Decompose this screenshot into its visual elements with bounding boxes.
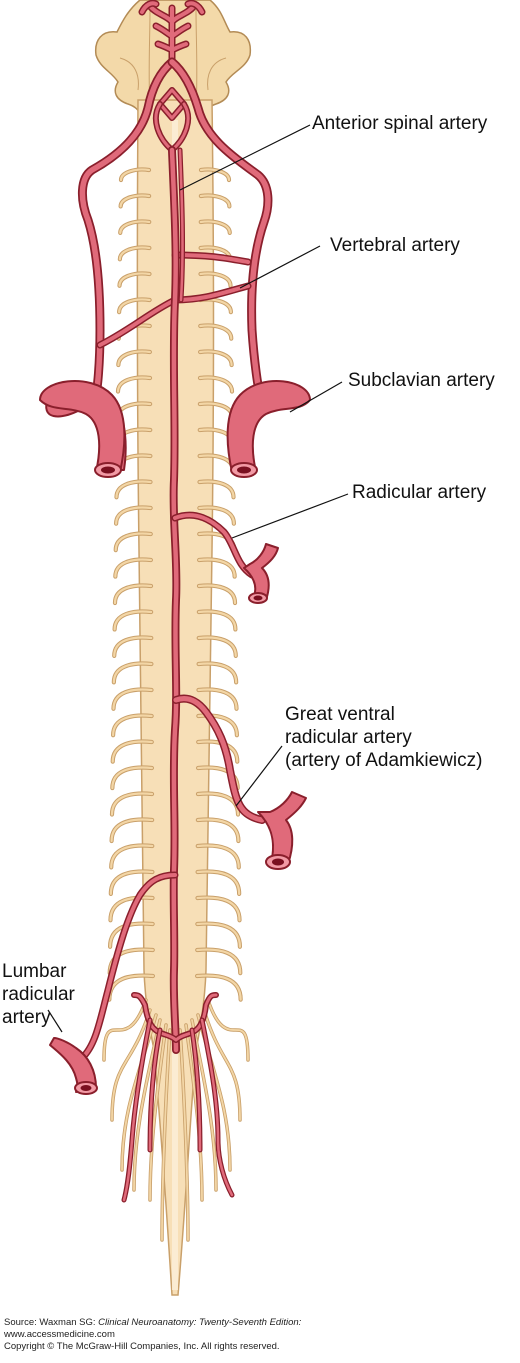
nerve-root xyxy=(119,220,151,234)
nerve-root xyxy=(199,324,233,340)
subclavian-artery-left xyxy=(39,380,127,478)
nerve-root xyxy=(115,480,152,499)
nerve-root xyxy=(111,740,153,763)
label-lumbar-line-1: Lumbar xyxy=(2,961,67,982)
nerve-root xyxy=(197,636,237,657)
label-lumbar-line-2: radicular xyxy=(2,984,75,1005)
nerve-root xyxy=(197,688,238,710)
nerve-root xyxy=(118,298,151,314)
nerve-root xyxy=(196,922,242,948)
nerve-root xyxy=(196,818,240,843)
nerve-root xyxy=(109,896,154,922)
cauda-strand xyxy=(191,1019,217,1191)
radicular-artery xyxy=(171,511,279,604)
nerve-root xyxy=(115,506,152,525)
nerve-root xyxy=(116,376,152,393)
source-url: www.accessmedicine.com xyxy=(4,1329,115,1340)
leader-lines xyxy=(47,124,349,1033)
leader-anterior-spinal xyxy=(179,124,311,191)
label-vertebral-artery: Vertebral artery xyxy=(330,235,460,256)
nerve-root xyxy=(111,766,153,790)
cauda-strand xyxy=(161,1029,171,1241)
nerve-root xyxy=(113,610,153,631)
label-great-ventral-line-3: (artery of Adamkiewicz) xyxy=(285,750,483,771)
nerve-root xyxy=(109,870,154,895)
cauda-strand xyxy=(149,1024,167,1201)
nerve-root xyxy=(198,558,236,578)
anterior-spinal-artery xyxy=(168,146,186,1054)
nerve-root xyxy=(199,350,233,367)
label-anterior-spinal-artery: Anterior spinal artery xyxy=(312,113,488,134)
nerve-root xyxy=(117,350,151,367)
lumbar-radicular-artery xyxy=(49,871,179,1095)
cauda-equina xyxy=(102,998,250,1242)
leader-subclavian xyxy=(289,381,343,413)
nerve-root xyxy=(110,792,154,816)
nerve-root xyxy=(118,246,151,261)
nerve-root xyxy=(110,844,154,869)
nerve-root xyxy=(199,272,232,287)
cauda-strand xyxy=(103,999,147,1061)
nerve-root xyxy=(196,870,241,895)
nerve-root xyxy=(196,844,240,869)
source-copyright: Copyright © The McGraw-Hill Companies, I… xyxy=(4,1341,280,1352)
nerve-root xyxy=(118,272,151,287)
source-prefix: Source: Waxman SG: xyxy=(4,1317,99,1328)
cauda-strand xyxy=(121,1014,157,1171)
cauda-strand xyxy=(203,1009,241,1121)
nerve-root xyxy=(196,896,241,922)
nerve-root xyxy=(113,584,153,605)
nerve-root xyxy=(199,220,231,234)
label-lumbar-line-3: artery xyxy=(2,1007,51,1028)
source-credit: Source: Waxman SG: Clinical Neuroanatomy… xyxy=(4,1317,301,1353)
nerve-root xyxy=(119,194,151,208)
conus-anastomosis xyxy=(121,992,235,1203)
cauda-strand xyxy=(206,998,250,1062)
great-ventral-radicular-artery xyxy=(172,694,307,870)
nerve-root xyxy=(110,818,154,843)
label-lumbar-radicular-artery: Lumbar radicular artery xyxy=(2,960,75,1029)
cauda-strand xyxy=(102,998,148,1062)
nerve-root xyxy=(198,376,234,393)
nerve-root xyxy=(196,792,240,816)
nerve-root xyxy=(112,688,153,710)
nerve-roots xyxy=(107,167,243,1002)
nerve-root xyxy=(196,948,242,975)
cauda-strand xyxy=(207,999,249,1061)
nerve-root xyxy=(112,714,153,737)
nerve-root xyxy=(113,636,153,657)
nerve-root xyxy=(198,480,235,499)
nerve-root xyxy=(119,168,151,182)
label-great-ventral-line-2: radicular artery xyxy=(285,727,412,748)
leader-radicular xyxy=(231,493,349,539)
nerve-root xyxy=(199,168,231,182)
label-great-ventral-line-1: Great ventral xyxy=(285,704,395,725)
cauda-strand xyxy=(133,1019,161,1191)
label-subclavian-artery: Subclavian artery xyxy=(348,370,495,391)
basilar-artery xyxy=(138,0,206,64)
cauda-strand xyxy=(111,1009,151,1121)
nerve-root xyxy=(197,610,237,631)
label-great-ventral-radicular-artery: Great ventral radicular artery (artery o… xyxy=(285,703,482,772)
nerve-root xyxy=(197,766,239,790)
label-radicular-artery: Radicular artery xyxy=(352,482,487,503)
source-book-title: Clinical Neuroanatomy: Twenty-Seventh Ed… xyxy=(98,1317,302,1328)
leader-vertebral xyxy=(239,245,321,289)
nerve-root xyxy=(198,506,235,525)
leader-great-ventral xyxy=(235,745,283,807)
nerve-root xyxy=(199,194,231,208)
nerve-root xyxy=(197,662,238,684)
subclavian-artery-right xyxy=(226,380,311,478)
nerve-root xyxy=(197,584,237,605)
vertebral-arteries xyxy=(78,57,273,410)
cauda-strand xyxy=(179,1029,189,1241)
nerve-root xyxy=(114,532,152,552)
nerve-root xyxy=(197,714,238,737)
leader-lumbar xyxy=(47,1009,63,1033)
nerve-root xyxy=(196,974,242,1001)
arteries xyxy=(39,0,311,1203)
nerve-root xyxy=(114,558,152,578)
nerve-root xyxy=(112,662,153,684)
